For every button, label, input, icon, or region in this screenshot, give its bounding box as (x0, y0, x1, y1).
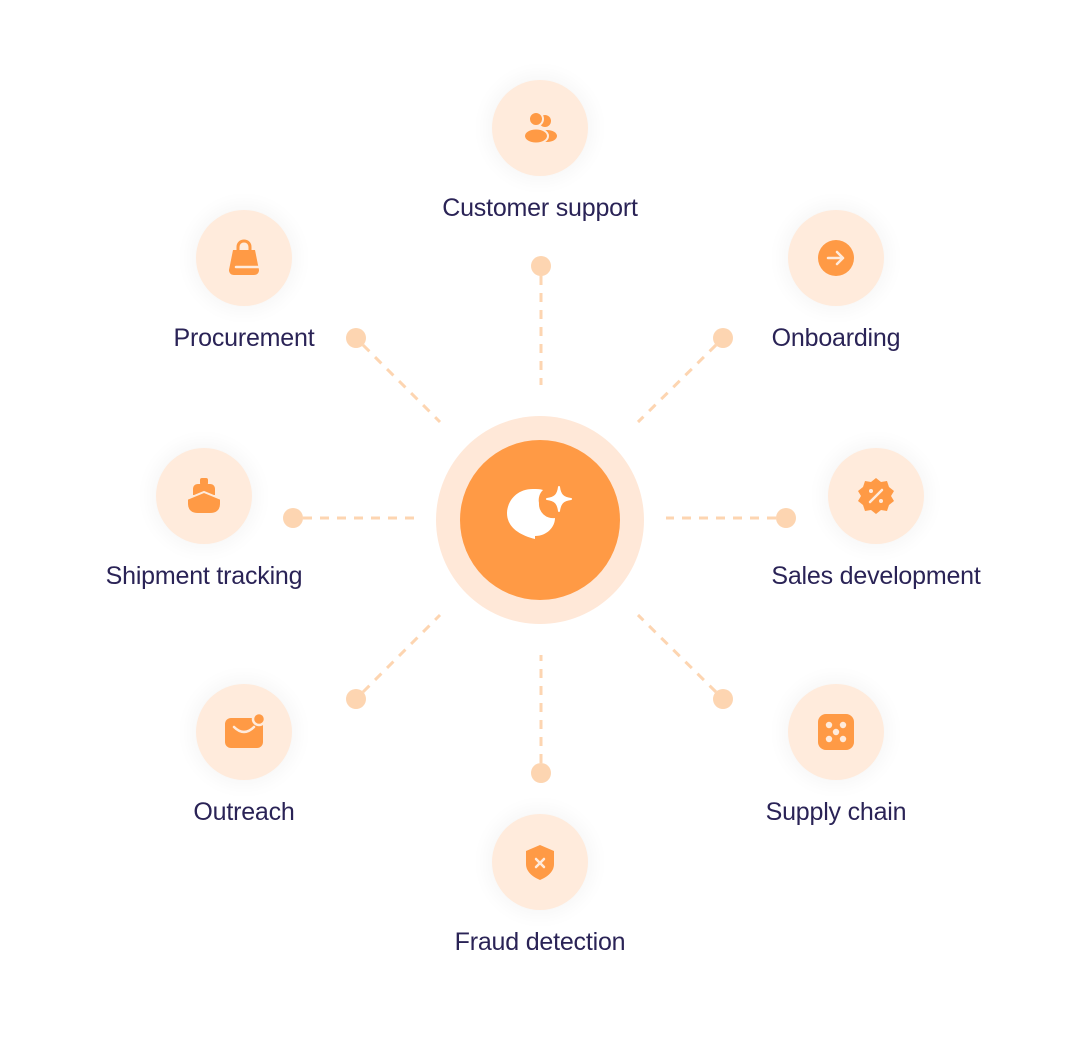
discount-badge-icon (858, 478, 894, 514)
node-label: Outreach (193, 798, 295, 826)
node-sales-development (828, 448, 924, 544)
connector-dot (713, 689, 733, 709)
connector-onboarding (636, 343, 718, 424)
connector-dot (776, 508, 796, 528)
node-label: Customer support (442, 194, 638, 222)
connector-dot (531, 763, 551, 783)
users-icon (523, 111, 557, 145)
connector-dot (283, 508, 303, 528)
connector-outreach (361, 613, 442, 694)
connector-dot (713, 328, 733, 348)
node-procurement (196, 210, 292, 306)
node-supply-chain (788, 684, 884, 780)
shield-x-icon (526, 845, 554, 880)
connector-supply-chain (636, 613, 718, 694)
shopping-bag-icon (229, 239, 260, 275)
connector-dot (346, 689, 366, 709)
network-grid-icon (818, 714, 854, 750)
node-outreach (196, 684, 292, 780)
mail-notification-icon (225, 711, 266, 748)
hub (460, 440, 620, 600)
node-label: Supply chain (765, 798, 907, 826)
ai-chat-sparkle-icon (507, 486, 572, 547)
node-label: Shipment tracking (105, 562, 303, 590)
node-label: Onboarding (771, 324, 901, 352)
node-fraud-detection (492, 814, 588, 910)
node-customer-support (492, 80, 588, 176)
ship-icon (186, 478, 222, 515)
connector-procurement (361, 343, 442, 424)
node-label: Sales development (771, 562, 981, 590)
node-label: Fraud detection (454, 928, 626, 956)
node-label: Procurement (173, 324, 315, 352)
arrow-right-circle-icon (818, 240, 854, 276)
connector-dot (531, 256, 551, 276)
node-shipment-tracking (156, 448, 252, 544)
node-onboarding (788, 210, 884, 306)
connector-dot (346, 328, 366, 348)
